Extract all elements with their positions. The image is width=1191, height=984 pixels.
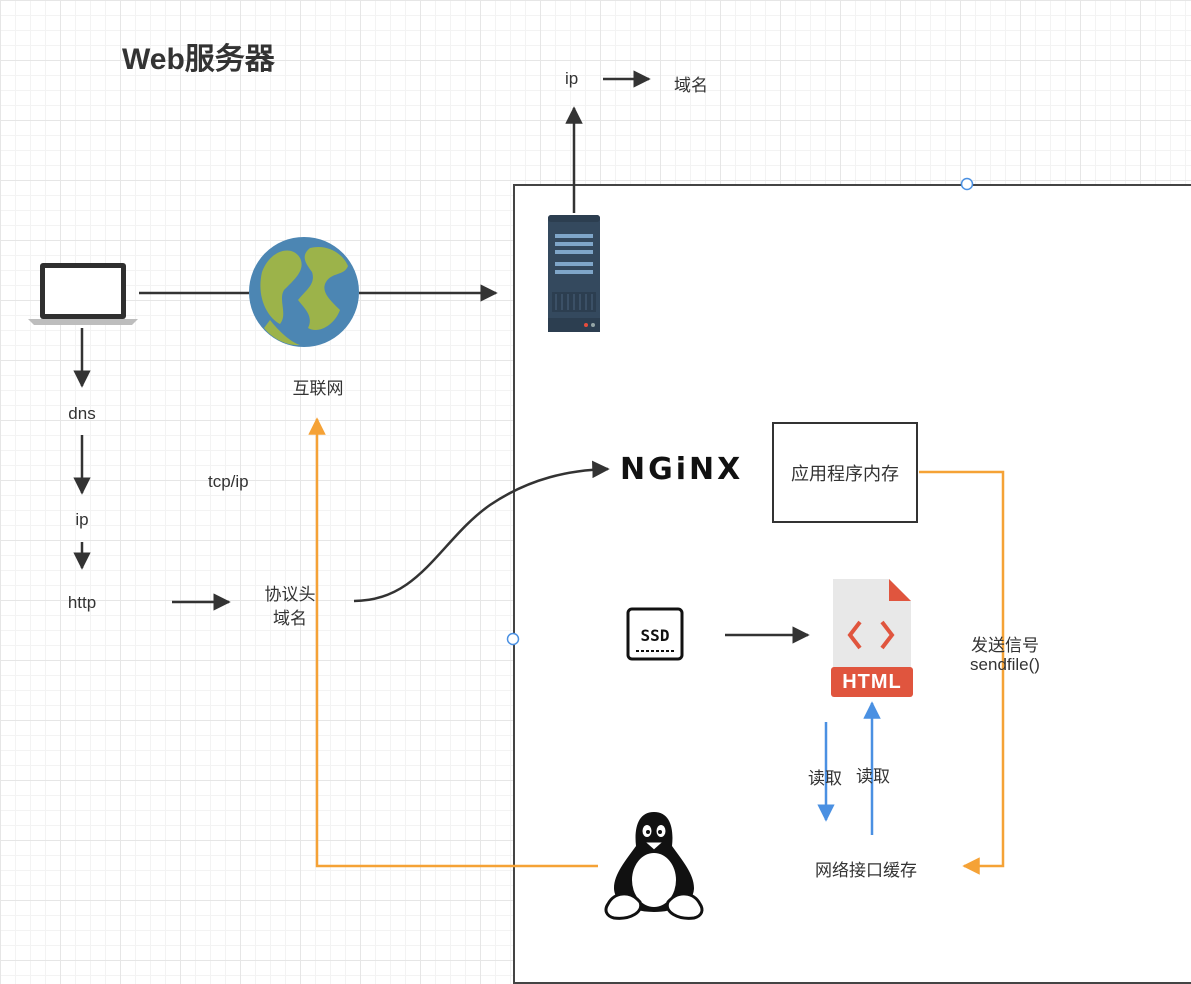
app-memory-label: 应用程序内存 (791, 463, 899, 484)
send-signal-label: 发送信号 (971, 636, 1039, 655)
domain-top-label: 域名 (674, 76, 708, 95)
internet-label: 互联网 (292, 379, 344, 398)
svg-text:SSD: SSD (641, 626, 670, 645)
laptop-icon (28, 263, 138, 325)
tcp-ip-label: tcp/ip (208, 472, 249, 491)
diagram-title: Web服务器 (122, 43, 275, 76)
nginx-logo: NGiNX (620, 452, 744, 487)
memory-to-cache-orange-arrow (919, 470, 1005, 875)
sendfile-label: sendfile() (970, 655, 1040, 674)
html-file-label: HTML (842, 670, 902, 693)
read-label-2: 读取 (856, 767, 890, 786)
app-memory-box: 应用程序内存 (772, 422, 918, 523)
linux-to-internet-orange-arrow (308, 417, 598, 868)
header-to-nginx-curve (353, 460, 610, 603)
selection-handle-top[interactable] (960, 177, 974, 191)
domain-name-label: 域名 (273, 609, 307, 628)
linux-penguin-icon (604, 812, 704, 920)
server-icon (548, 215, 600, 332)
protocol-header-label: 协议头 (264, 585, 316, 604)
dns-label: dns (68, 404, 96, 423)
ip-label: ip (75, 510, 89, 529)
globe-icon (249, 237, 359, 347)
http-label: http (67, 593, 97, 612)
html-file-icon (831, 579, 913, 697)
ip-top-label: ip (565, 69, 579, 88)
read-label-1: 读取 (808, 769, 842, 788)
ssd-icon: SSD (626, 607, 684, 661)
selection-handle-left[interactable] (506, 632, 520, 646)
network-cache-label: 网络接口缓存 (815, 861, 917, 880)
